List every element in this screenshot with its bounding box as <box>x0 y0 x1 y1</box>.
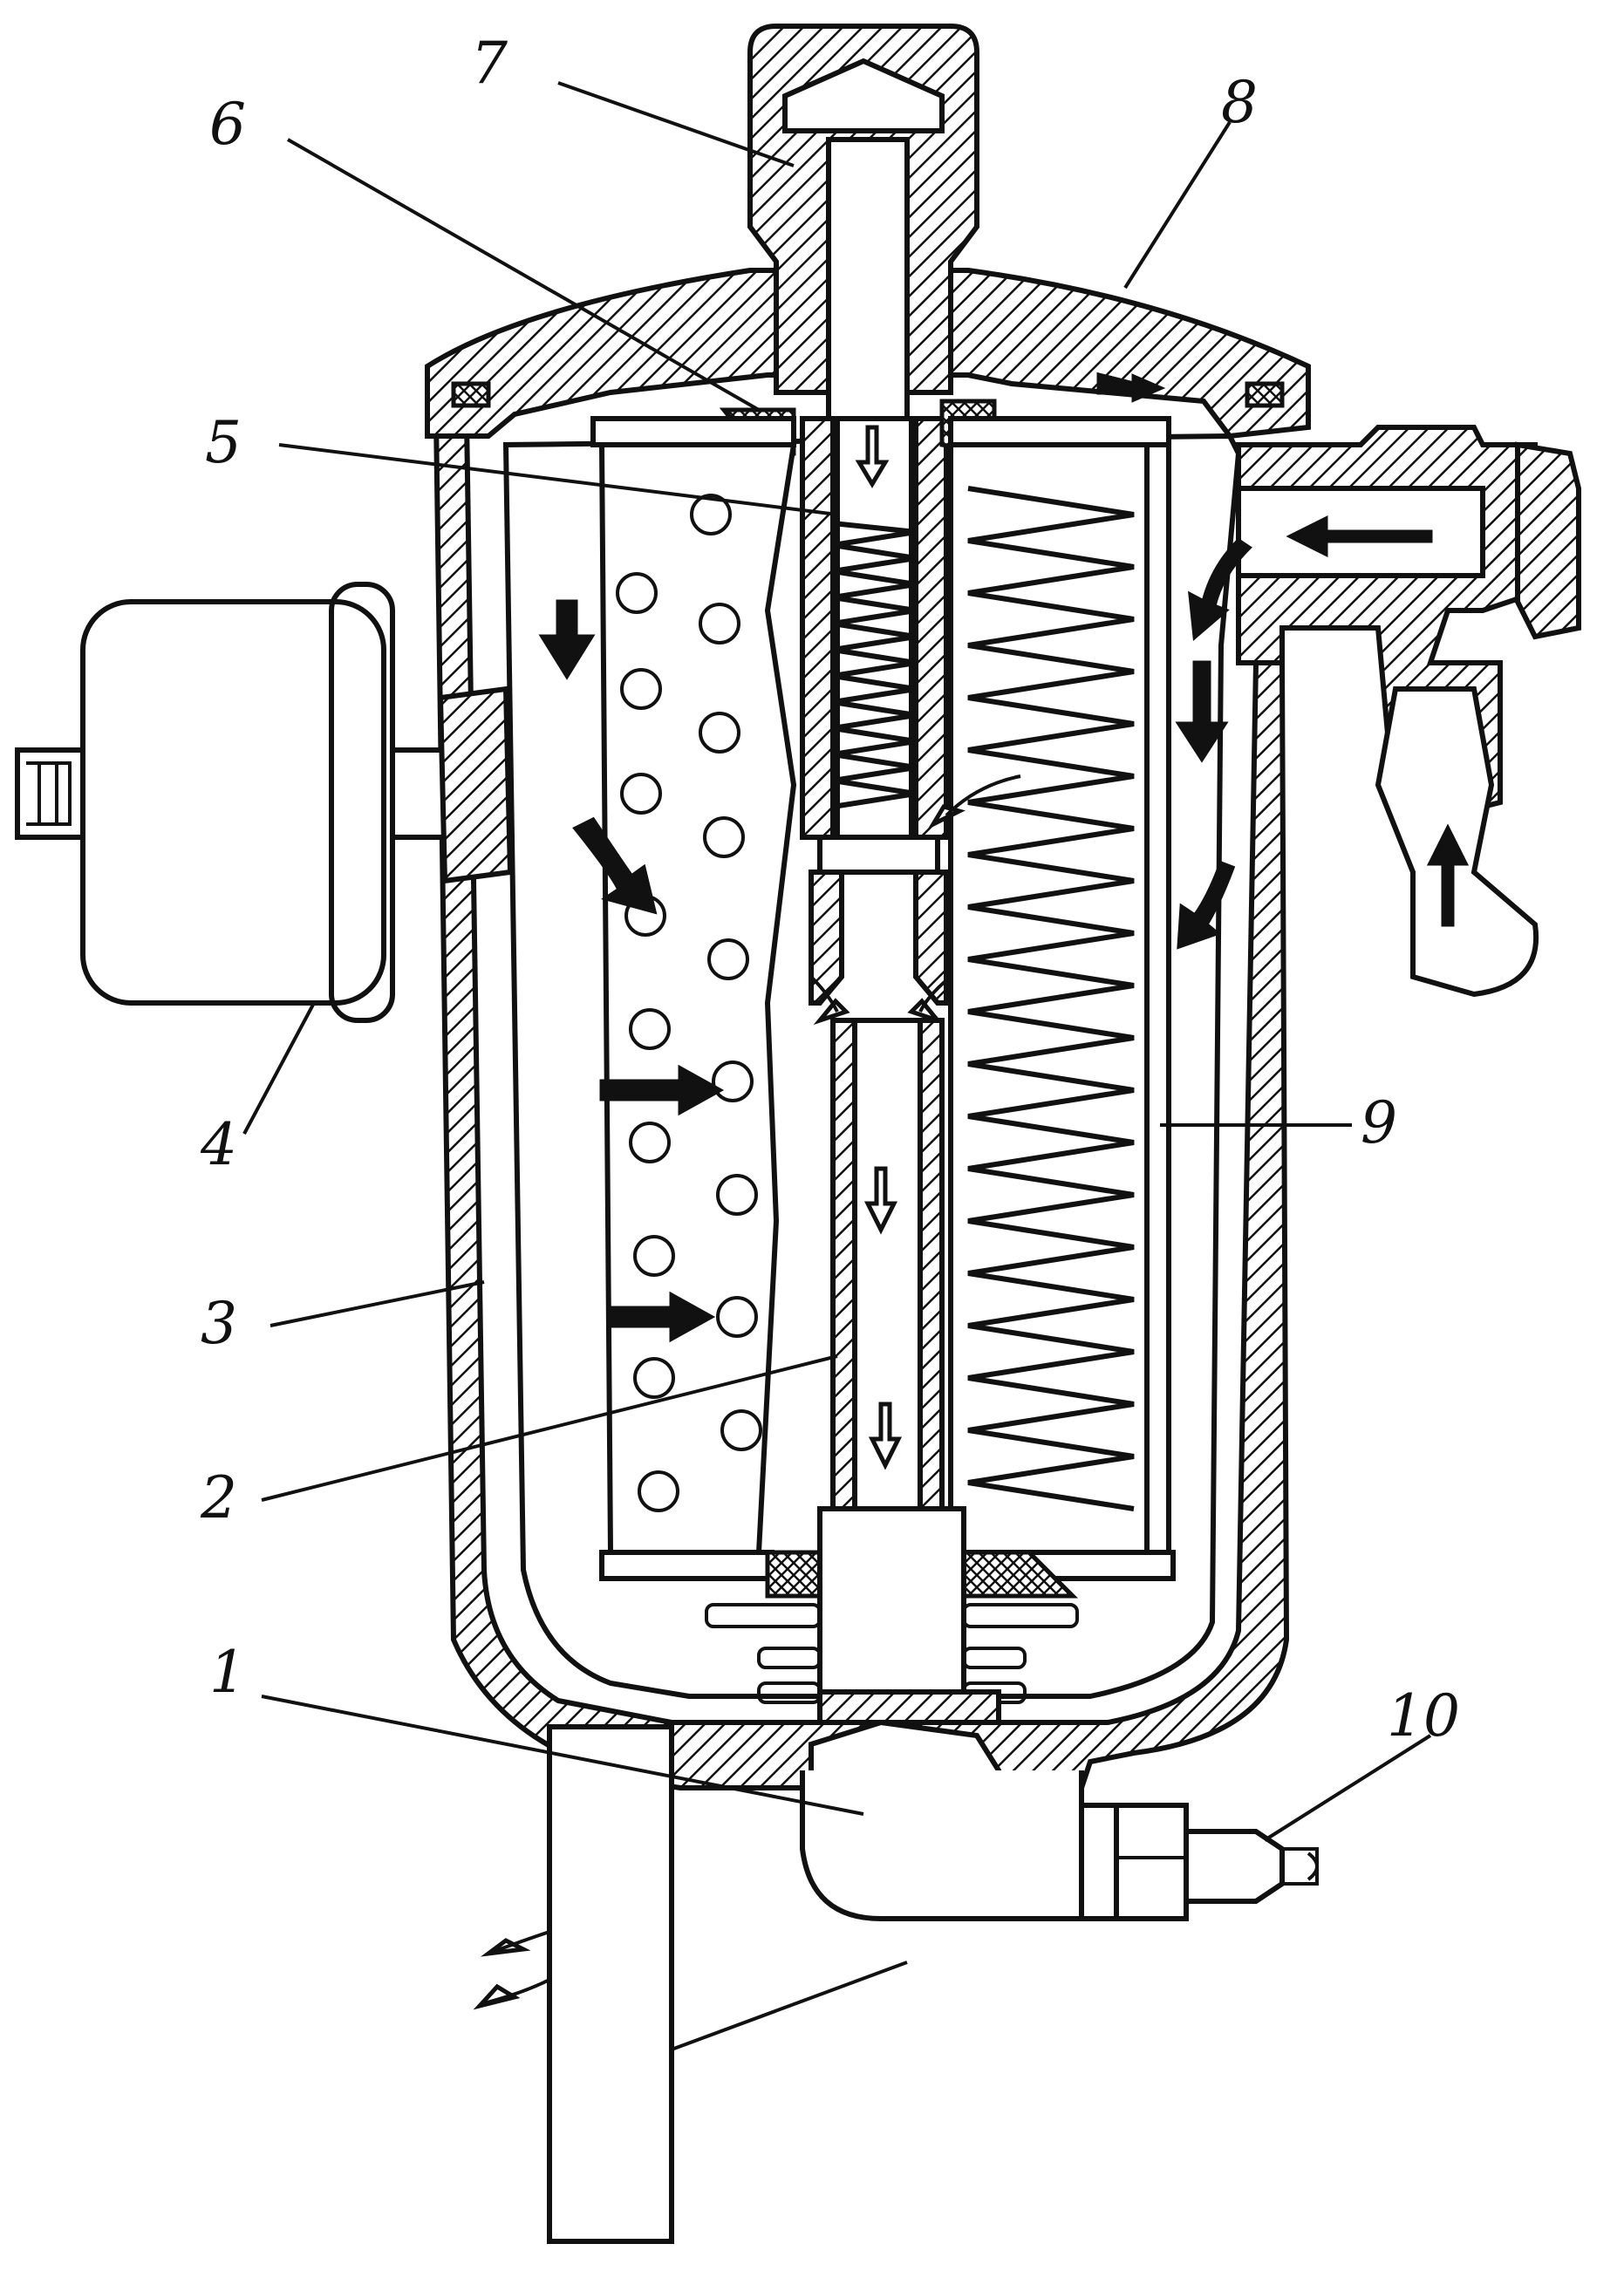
flow-arrow-down-right-2 <box>1177 860 1236 950</box>
callout-5: 5 <box>205 409 242 476</box>
flow-arrow-right-1 <box>599 1064 725 1116</box>
flow-arrow-inlet <box>1286 515 1433 558</box>
leader-8 <box>1123 120 1232 290</box>
leader-7 <box>557 81 795 167</box>
flow-arrow-down-left <box>538 599 596 680</box>
pressure-gauge <box>15 582 514 1023</box>
internal-flow-arrows <box>809 372 1166 1470</box>
flow-arrow-inlet-turn <box>1188 537 1252 642</box>
callout-1: 1 <box>209 1639 246 1706</box>
leader-3 <box>270 1280 485 1327</box>
flow-arrow-diagonal <box>572 816 658 915</box>
lower-spring <box>705 1603 1079 1704</box>
drain-flow-arrows <box>473 1930 550 2010</box>
callout-labels: 7 6 8 5 4 9 3 2 1 10 <box>200 30 1460 1749</box>
callout-10: 10 <box>1387 1682 1460 1749</box>
callout-6: 6 <box>209 91 246 158</box>
leader-drain <box>671 1961 908 2051</box>
perforated-filter-sleeve <box>590 416 797 1581</box>
inlet-fitting <box>1236 425 1581 998</box>
callout-7: 7 <box>471 30 508 97</box>
callout-9: 9 <box>1361 1089 1397 1156</box>
leader-1 <box>261 1695 864 1816</box>
flow-arrow-up-inlet <box>1426 823 1470 927</box>
oil-flow-arrows <box>538 515 1470 1343</box>
drain-outlet <box>547 1724 1319 2244</box>
pleated-filter-element <box>944 416 1176 1581</box>
bypass-spring <box>832 521 917 809</box>
leader-2 <box>261 1354 838 1502</box>
leader-4 <box>242 1002 316 1135</box>
callout-4: 4 <box>200 1111 237 1178</box>
callout-3: 3 <box>201 1290 237 1357</box>
leader-10 <box>1263 1734 1432 1842</box>
leader-5 <box>278 443 838 516</box>
flow-arrow-down-right <box>1175 660 1229 763</box>
flow-arrow-right-2 <box>608 1291 716 1343</box>
leader-lines <box>242 81 1432 2051</box>
callout-2: 2 <box>200 1464 237 1531</box>
perforation-holes <box>616 494 762 1512</box>
callout-8: 8 <box>1221 69 1258 136</box>
leader-6 <box>287 138 760 412</box>
